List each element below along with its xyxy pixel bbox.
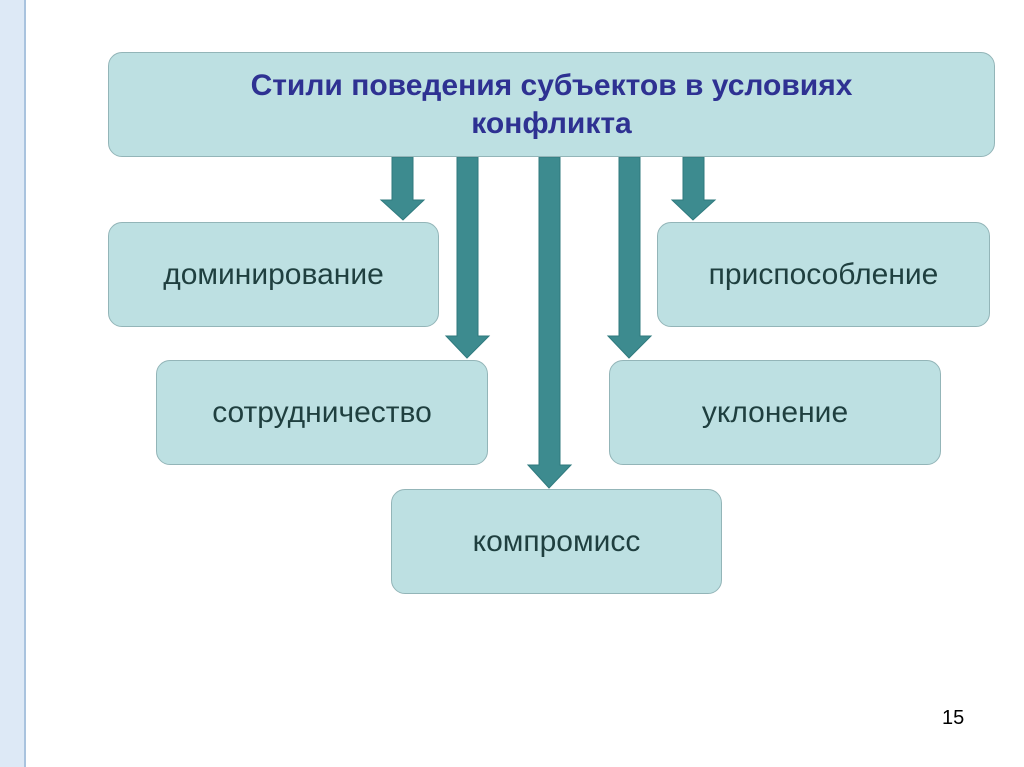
box-compromise: компромисс [391,489,722,594]
box-adaptation: приспособление [657,222,990,327]
arrow-compromise [526,156,573,489]
label-adaptation: приспособление [708,257,939,291]
label-domination: доминирование [163,257,384,291]
diagram-title: Стили поведения субъектов в условиях кон… [250,68,853,140]
label-compromise: компромисс [472,524,641,558]
page-number: 15 [942,707,965,729]
arrow-cooperation [444,156,491,359]
arrow-domination [379,156,426,221]
box-avoidance: уклонение [609,360,941,465]
slide-left-bar [0,0,26,767]
label-avoidance: уклонение [701,395,849,429]
arrow-adaptation [670,156,717,221]
title-box: Стили поведения субъектов в условиях кон… [108,52,995,157]
arrow-avoidance [606,156,653,359]
label-cooperation: сотрудничество [212,395,432,429]
box-domination: доминирование [108,222,439,327]
box-cooperation: сотрудничество [156,360,488,465]
